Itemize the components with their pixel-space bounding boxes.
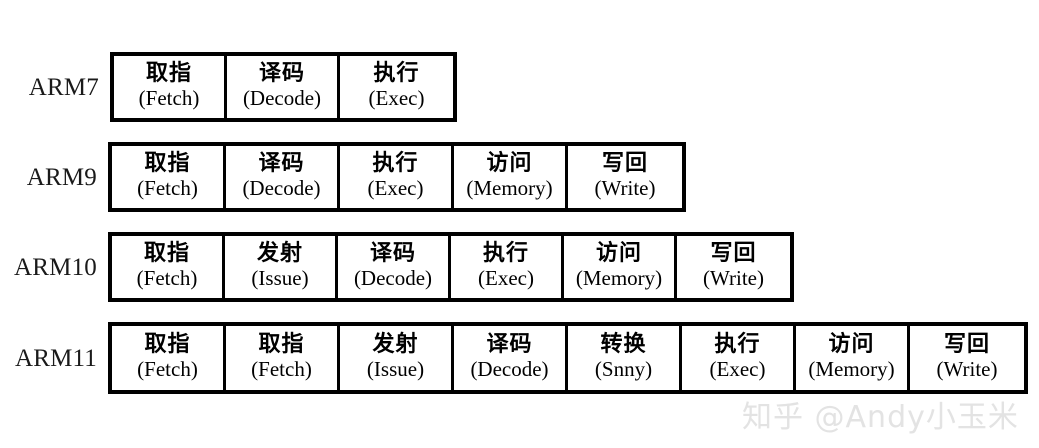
stage-name-en: (Fetch)	[136, 265, 198, 290]
stage-name-cn: 写回	[601, 150, 648, 176]
stage-cell: 取指(Fetch)	[112, 326, 226, 390]
row-label-arm9: ARM9	[26, 163, 97, 191]
stage-name-en: (Memory)	[466, 175, 553, 200]
stage-name-cn: 执行	[372, 150, 419, 176]
stage-name-en: (Write)	[703, 265, 764, 290]
stage-track: 取指(Fetch)译码(Decode)执行(Exec)访问(Memory)写回(…	[108, 142, 686, 212]
stage-name-cn: 取指	[145, 60, 192, 86]
stage-cell: 转换(Snny)	[568, 326, 682, 390]
stage-name-en: (Exec)	[367, 175, 424, 200]
stage-name-en: (Snny)	[594, 356, 653, 381]
stage-name-cn: 取指	[258, 331, 305, 357]
stage-cell: 写回(Write)	[910, 326, 1024, 390]
stage-cell: 译码(Decode)	[226, 146, 340, 208]
stage-name-cn: 访问	[595, 240, 642, 266]
stage-name-en: (Issue)	[251, 265, 309, 290]
stage-name-cn: 转换	[600, 331, 647, 357]
stage-name-cn: 执行	[373, 60, 420, 86]
stage-name-en: (Write)	[936, 356, 998, 381]
stage-name-en: (Issue)	[366, 356, 425, 381]
row-label-arm11: ARM11	[14, 344, 97, 372]
stage-track: 取指(Fetch)译码(Decode)执行(Exec)	[110, 52, 457, 122]
stage-cell: 取指(Fetch)	[112, 236, 225, 298]
stage-name-en: (Decode)	[242, 85, 322, 110]
stage-name-cn: 译码	[486, 331, 533, 357]
stage-name-cn: 译码	[258, 60, 305, 86]
stage-cell: 执行(Exec)	[340, 56, 453, 118]
stage-cell: 访问(Memory)	[796, 326, 910, 390]
stage-name-en: (Fetch)	[137, 356, 198, 381]
stage-cell: 访问(Memory)	[454, 146, 568, 208]
stage-name-cn: 取指	[143, 240, 190, 266]
stage-name-cn: 发射	[372, 331, 419, 357]
stage-name-en: (Write)	[594, 175, 656, 200]
stage-name-en: (Decode)	[353, 265, 433, 290]
stage-name-en: (Memory)	[575, 265, 663, 290]
stage-cell: 执行(Exec)	[340, 146, 454, 208]
stage-name-en: (Decode)	[242, 175, 321, 200]
watermark-text: 知乎 @Andy小玉米	[742, 400, 1019, 435]
stage-name-en: (Memory)	[808, 356, 895, 381]
stage-name-cn: 发射	[256, 240, 303, 266]
stage-cell: 发射(Issue)	[340, 326, 454, 390]
stage-name-en: (Fetch)	[138, 85, 200, 110]
stage-name-en: (Exec)	[478, 265, 534, 290]
stage-cell: 访问(Memory)	[564, 236, 677, 298]
row-label-arm7: ARM7	[28, 73, 99, 101]
stage-track: 取指(Fetch)发射(Issue)译码(Decode)执行(Exec)访问(M…	[108, 232, 794, 302]
stage-cell: 执行(Exec)	[682, 326, 796, 390]
stage-name-cn: 写回	[943, 331, 990, 357]
stage-name-cn: 取指	[144, 150, 191, 176]
stage-name-en: (Exec)	[709, 356, 766, 381]
stage-cell: 取指(Fetch)	[112, 146, 226, 208]
row-label-arm10: ARM10	[14, 253, 97, 281]
stage-cell: 执行(Exec)	[451, 236, 564, 298]
stage-cell: 写回(Write)	[677, 236, 790, 298]
stage-name-cn: 译码	[258, 150, 305, 176]
stage-name-cn: 写回	[710, 240, 757, 266]
stage-cell: 译码(Decode)	[338, 236, 451, 298]
stage-name-cn: 访问	[828, 331, 875, 357]
stage-cell: 译码(Decode)	[454, 326, 568, 390]
stage-name-cn: 译码	[369, 240, 416, 266]
stage-name-cn: 取指	[144, 331, 191, 357]
stage-name-en: (Decode)	[470, 356, 549, 381]
stage-cell: 发射(Issue)	[225, 236, 338, 298]
stage-name-cn: 访问	[486, 150, 533, 176]
stage-name-en: (Exec)	[368, 85, 425, 110]
stage-cell: 译码(Decode)	[227, 56, 340, 118]
stage-name-en: (Fetch)	[137, 175, 198, 200]
stage-track: 取指(Fetch)取指(Fetch)发射(Issue)译码(Decode)转换(…	[108, 322, 1028, 394]
stage-name-cn: 执行	[482, 240, 529, 266]
stage-name-cn: 执行	[714, 331, 761, 357]
stage-cell: 取指(Fetch)	[114, 56, 227, 118]
stage-cell: 取指(Fetch)	[226, 326, 340, 390]
stage-cell: 写回(Write)	[568, 146, 682, 208]
stage-name-en: (Fetch)	[251, 356, 312, 381]
